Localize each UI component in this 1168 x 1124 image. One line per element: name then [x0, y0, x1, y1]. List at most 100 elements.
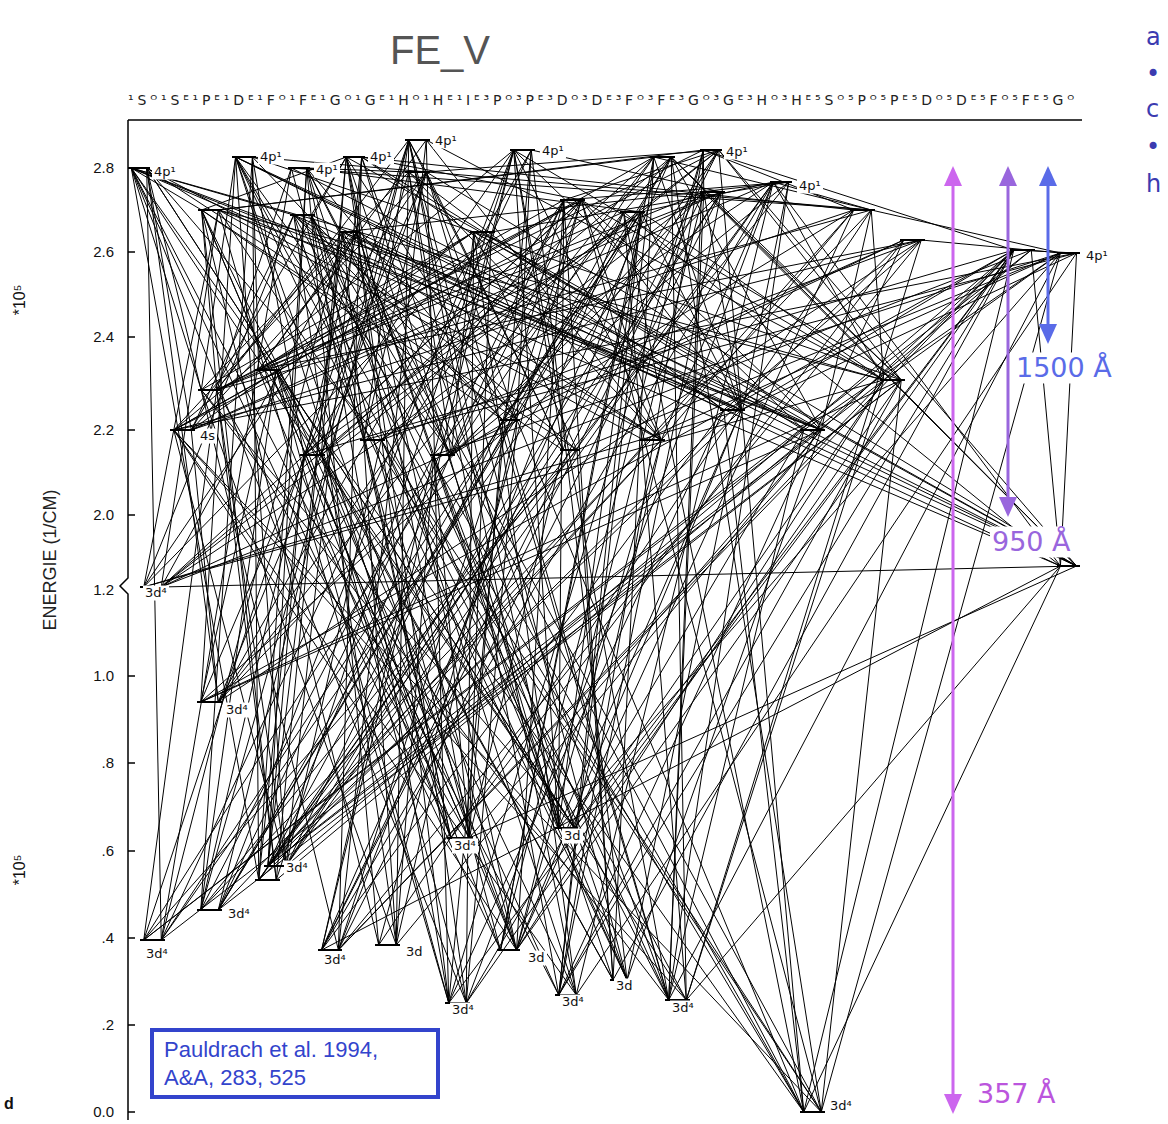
energy-level: [232, 156, 256, 158]
energy-level: [170, 429, 195, 431]
transition-line: [1031, 250, 1060, 566]
level-label: 3d: [526, 951, 547, 966]
text-fragment: •: [1146, 61, 1160, 89]
transition-line: [343, 232, 821, 1112]
transition-line: [821, 250, 1014, 430]
transition-line: [357, 157, 362, 232]
transition-line: [131, 168, 883, 380]
energy-level: [650, 156, 675, 158]
transition-line: [641, 212, 884, 380]
transition-line: [322, 455, 434, 950]
energy-level: [360, 439, 385, 441]
transition-line: [409, 140, 427, 172]
level-label: 3d⁴: [450, 1003, 476, 1018]
transition-line: [381, 440, 669, 1000]
transition-line: [773, 182, 883, 380]
energy-level: [900, 239, 925, 241]
axis-multiplier: *10⁵: [11, 855, 29, 886]
transition-line: [161, 210, 218, 587]
transition-line: [304, 250, 1014, 455]
transition-line: [259, 370, 575, 828]
transition-line: [474, 232, 577, 450]
axis-tick-label: 2.2: [93, 421, 114, 438]
energy-level: [430, 454, 455, 456]
energy-level: [800, 429, 825, 431]
transition-line: [381, 440, 821, 1112]
transition-line: [641, 182, 773, 212]
axis-ticks: [128, 168, 135, 1112]
level-label: 3d: [614, 979, 635, 994]
energy-level: [770, 181, 792, 183]
level-label: 4p¹: [724, 145, 750, 160]
transition-line: [466, 420, 517, 1003]
transition-line: [449, 250, 1014, 1003]
transition-line: [202, 157, 347, 210]
energy-level: [1057, 252, 1080, 254]
term-header: ¹Sᴼ¹Sᴱ¹Pᴱ¹Dᴱ¹Fᴼ¹Fᴱ¹Gᴼ¹Gᴱ¹Hᴼ¹Hᴱ¹Iᴱ³Pᴼ³Pᴱ³…: [128, 92, 1078, 108]
level-label: 3d: [562, 829, 583, 844]
transition-line: [469, 450, 563, 838]
transition-lines: [131, 140, 1076, 1112]
transition-line: [343, 232, 661, 440]
transition-line: [131, 168, 201, 390]
level-label: 3d⁴: [560, 995, 586, 1010]
energy-level: [405, 171, 430, 173]
transition-line: [671, 157, 901, 380]
level-label: 3d⁴: [670, 1001, 696, 1016]
transition-line: [322, 410, 724, 950]
panel-letter: d: [4, 1095, 14, 1113]
transition-line: [191, 215, 294, 430]
wavelength-label: 950 Å: [990, 526, 1073, 557]
transition-line: [161, 232, 357, 587]
level-label: 3d⁴: [143, 586, 169, 601]
transition-line: [144, 430, 174, 587]
axis-tick-label: 2.0: [93, 506, 114, 523]
transition-line: [671, 157, 821, 1112]
transition-line: [268, 168, 307, 866]
energy-level: [720, 409, 745, 411]
transition-line: [466, 380, 901, 1003]
transition-line: [434, 253, 1061, 455]
transition-line: [236, 157, 1077, 566]
transition-line: [201, 157, 235, 390]
energy-level: [140, 939, 165, 941]
energy-level: [470, 231, 495, 233]
energy-level: [405, 139, 430, 141]
transition-line: [381, 440, 627, 980]
transition-line: [396, 455, 434, 945]
transition-line: [517, 440, 662, 950]
transition-line: [236, 157, 452, 455]
wavelength-arrow-950: [999, 166, 1017, 517]
transition-line: [217, 390, 469, 838]
transition-line: [346, 157, 1076, 566]
transition-line: [884, 250, 1014, 380]
transition-line: [321, 455, 613, 980]
energy-level: [340, 231, 360, 233]
level-label: 4s: [198, 429, 217, 444]
energy-level: [500, 419, 520, 421]
transition-line: [304, 212, 642, 455]
transition-line: [434, 455, 575, 828]
energy-level: [620, 211, 645, 213]
transition-line: [396, 430, 821, 945]
transition-line: [575, 440, 662, 828]
energy-level: [880, 379, 905, 381]
transition-line: [451, 240, 904, 838]
energy-level: [290, 214, 315, 216]
transition-line: [474, 232, 822, 430]
energy-level: [318, 949, 342, 951]
axis-tick-label: 2.4: [93, 328, 114, 345]
transition-line: [741, 250, 1014, 410]
transition-line: [469, 566, 1076, 838]
transition-line: [291, 168, 1076, 566]
transition-line: [871, 210, 1060, 253]
energy-level: [560, 449, 580, 451]
axis-tick-label: .6: [101, 842, 114, 859]
transition-line: [503, 420, 669, 1000]
diagram-title: FE_V: [390, 27, 490, 73]
energy-level: [560, 199, 585, 201]
transition-line: [558, 410, 741, 828]
transition-line: [311, 215, 669, 1000]
transition-line: [174, 150, 719, 430]
transition-line: [191, 430, 218, 702]
